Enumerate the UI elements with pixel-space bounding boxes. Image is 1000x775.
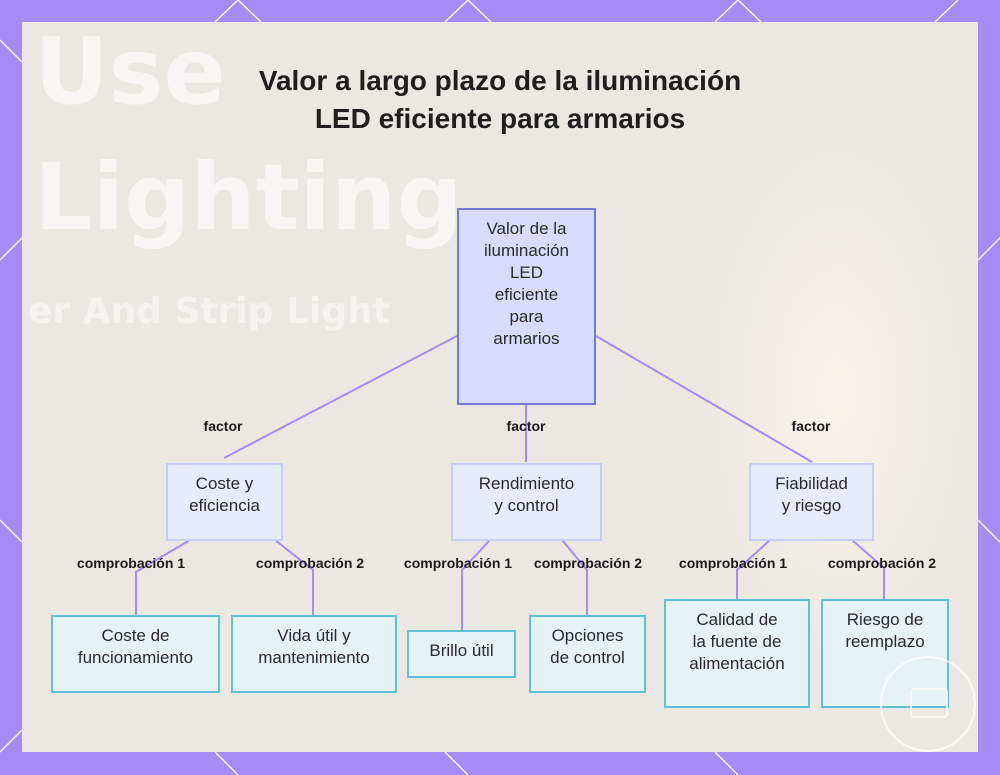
leaf-line: Brillo útil xyxy=(429,641,494,660)
diagram-title: Valor a largo plazo de la iluminación LE… xyxy=(258,65,742,134)
root-line: para xyxy=(509,307,544,326)
edge-label-factor: factor xyxy=(791,418,831,434)
edge-label-factor: factor xyxy=(203,418,243,434)
edge-root-cost xyxy=(223,335,458,459)
leaf-line: reemplazo xyxy=(845,632,925,651)
leaf-line: Riesgo de xyxy=(846,610,924,629)
edge-label-check: comprobación 2 xyxy=(827,555,937,571)
edge-label-check: comprobación 1 xyxy=(403,555,513,571)
leaf-line: de control xyxy=(550,648,625,667)
category-line: eficiencia xyxy=(189,496,260,515)
leaf-line: alimentación xyxy=(689,654,785,673)
edge-label-check: comprobación 1 xyxy=(678,555,788,571)
edge-reliability-check2 xyxy=(851,539,885,600)
category-line: y riesgo xyxy=(781,496,842,515)
background-glow xyxy=(702,122,972,662)
leaf-node-power-supply-quality: Calidad de la fuente de alimentación xyxy=(664,599,810,708)
leaf-node-lifespan: Vida útil y mantenimiento xyxy=(231,615,397,693)
edge-performance-check2 xyxy=(561,539,588,616)
leaf-line: Coste de xyxy=(101,626,170,645)
category-line: Fiabilidad xyxy=(775,474,848,493)
background-text-line-2: Lighting xyxy=(34,144,463,251)
root-node: Valor de la iluminación LED eficiente pa… xyxy=(457,208,596,405)
category-line: Coste y xyxy=(195,474,254,493)
edge-cost-check1 xyxy=(135,539,191,616)
leaf-line: Vida útil y xyxy=(277,626,351,645)
category-line: y control xyxy=(494,496,559,515)
root-line: Valor de la xyxy=(486,219,567,238)
root-line: eficiente xyxy=(494,285,559,304)
edge-reliability-check1 xyxy=(736,539,771,600)
leaf-line: la fuente de xyxy=(692,632,782,651)
background-text-line-3: er And Strip Light xyxy=(28,291,390,332)
edge-root-reliability xyxy=(595,335,813,463)
leaf-line: mantenimiento xyxy=(258,648,370,667)
root-line: armarios xyxy=(493,329,560,348)
leaf-line: funcionamiento xyxy=(77,648,194,667)
leaf-line: Opciones xyxy=(551,626,624,645)
leaf-line: Calidad de xyxy=(696,610,778,629)
background-text-line-1: Use xyxy=(34,22,226,125)
leaf-node-operating-cost: Coste de funcionamiento xyxy=(51,615,220,693)
category-node-reliability: Fiabilidad y riesgo xyxy=(749,463,874,541)
category-line: Rendimiento xyxy=(478,474,575,493)
edge-label-factor: factor xyxy=(506,418,546,434)
edge-performance-check1 xyxy=(461,539,491,630)
watermark-logo xyxy=(880,656,976,752)
edge-label-check: comprobación 2 xyxy=(533,555,643,571)
edge-label-check: comprobación 1 xyxy=(76,555,186,571)
root-line: LED xyxy=(509,263,544,282)
logo-mark-icon xyxy=(910,688,948,718)
leaf-node-useful-brightness: Brillo útil xyxy=(407,630,516,678)
root-line: iluminación xyxy=(483,241,570,260)
leaf-node-control-options: Opciones de control xyxy=(529,615,646,693)
edge-cost-check2 xyxy=(274,539,314,616)
category-node-performance: Rendimiento y control xyxy=(451,463,602,541)
edge-label-check: comprobación 2 xyxy=(255,555,365,571)
category-node-cost: Coste y eficiencia xyxy=(166,463,283,541)
